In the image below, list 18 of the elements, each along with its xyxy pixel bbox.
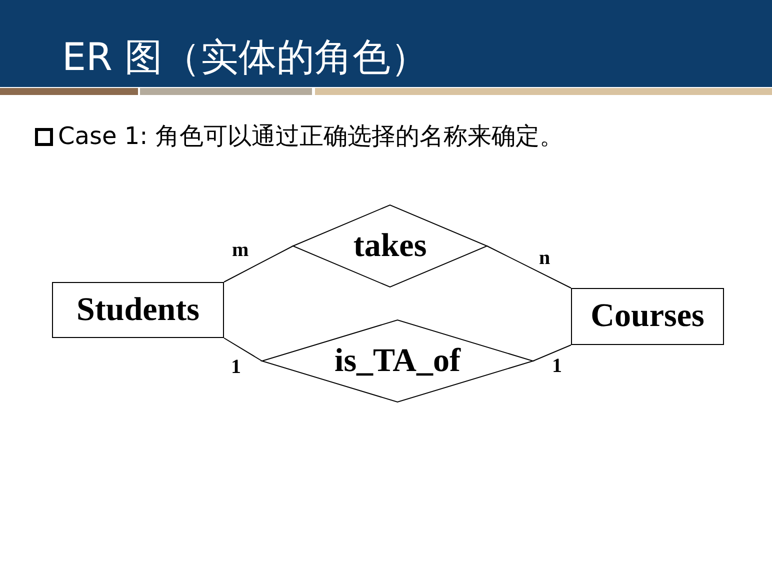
- relationship-diamond: [293, 205, 487, 287]
- entity-name: Courses: [590, 298, 704, 335]
- entity-box: [52, 282, 224, 338]
- bullet-text: Case 1: 角色可以通过正确选择的名称来确定。: [58, 121, 564, 152]
- connector-line: [486, 246, 572, 288]
- entity-box: [571, 288, 724, 345]
- relationship-diamond: [262, 320, 533, 402]
- entity-name: Students: [76, 292, 200, 328]
- connector-line: [224, 246, 294, 282]
- cardinality-label: 1: [231, 357, 241, 377]
- relationship-name: takes: [353, 228, 427, 264]
- cardinality-label: m: [232, 240, 249, 260]
- relationship-name: is_TA_of: [334, 342, 460, 380]
- connector-line: [532, 344, 572, 362]
- cardinality-label: n: [539, 248, 550, 268]
- cardinality-label: 1: [552, 356, 562, 376]
- connector-line: [224, 338, 262, 362]
- slide-title: ER 图（实体的角色）: [62, 34, 428, 80]
